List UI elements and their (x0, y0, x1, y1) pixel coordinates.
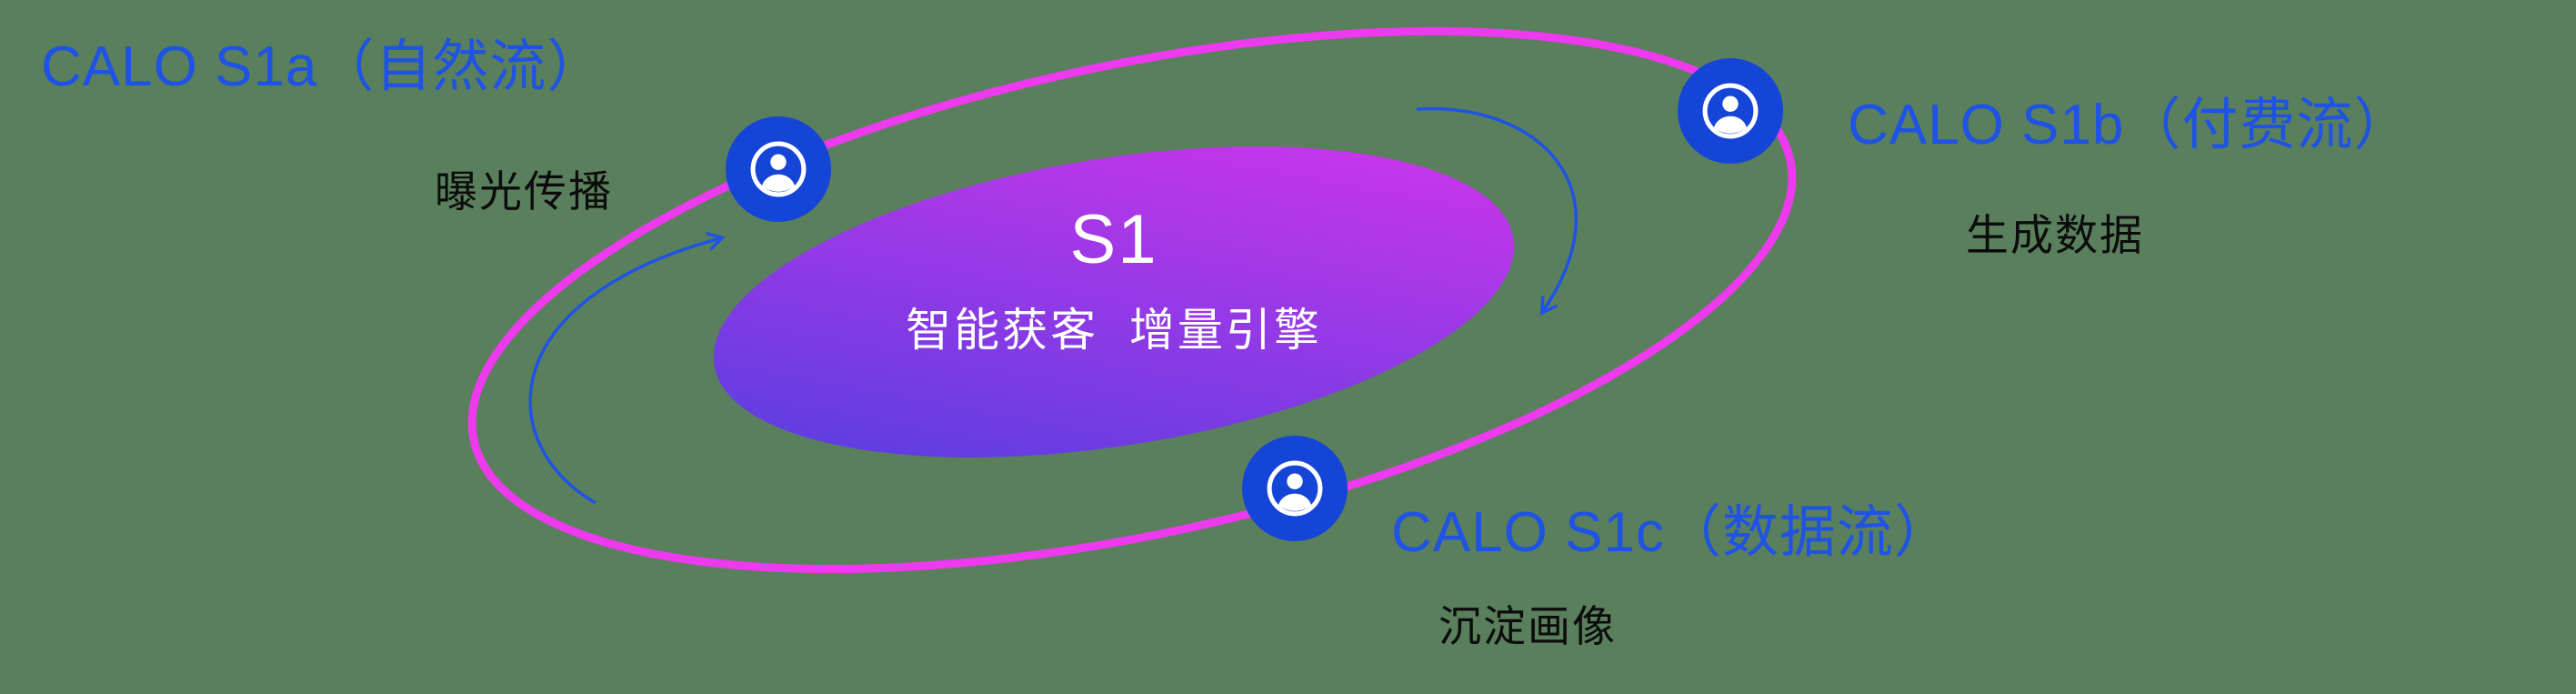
person-shoulders (762, 174, 795, 192)
person-shoulders (1714, 116, 1747, 134)
core-ellipse (713, 146, 1515, 458)
person-head (1722, 96, 1739, 112)
flow-arrow-left (528, 232, 726, 505)
sublabel-s1b: 生成数据 (1966, 211, 2144, 259)
icon-ring (1267, 460, 1323, 517)
sublabel-s1c: 沉淀画像 (1438, 602, 1617, 650)
label-calo-s1c: CALO S1c（数据流） (1391, 501, 1951, 564)
user-icon-s1a (726, 116, 831, 222)
label-calo-s1b: CALO S1b（付费流） (1848, 94, 2411, 156)
person-shoulders (1278, 493, 1311, 511)
label-calo-s1a: CALO S1a（自然流） (41, 35, 605, 98)
person-in-circle-icon (1267, 460, 1323, 517)
person-head (770, 154, 787, 170)
core-subtitle: 智能获客 增量引擎 (906, 305, 1322, 356)
icon-ring (1702, 83, 1759, 139)
sublabel-s1a: 曝光传播 (435, 167, 613, 216)
core-title: S1 (1069, 201, 1158, 278)
user-icon-s1b (1678, 58, 1783, 164)
person-in-circle-icon (1702, 83, 1759, 139)
icon-ring (750, 141, 807, 197)
person-in-circle-icon (750, 141, 807, 197)
user-icon-s1c (1242, 436, 1348, 541)
core-text-block: S1 智能获客 增量引擎 (750, 200, 1478, 359)
orbit-ring (467, 26, 1797, 574)
person-head (1287, 473, 1303, 489)
flow-arrow-right (1416, 106, 1578, 316)
